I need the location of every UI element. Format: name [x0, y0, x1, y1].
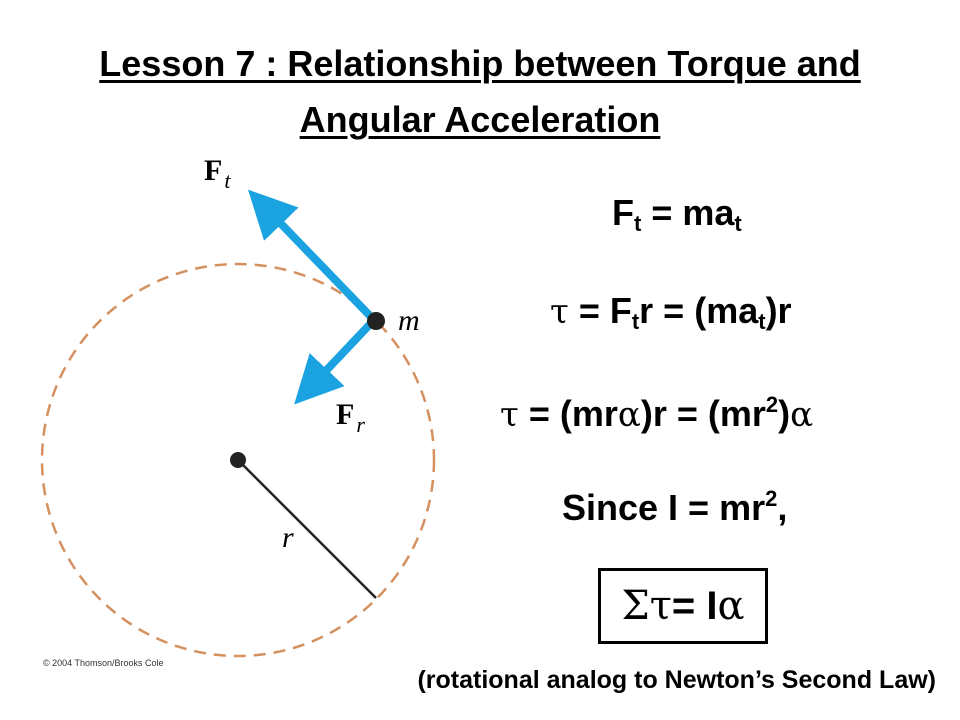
mass-dot [367, 312, 385, 330]
tangential-force-arrow [247, 189, 377, 323]
equation-force: Ft = mat [612, 192, 742, 236]
title-line-1: Lesson 7 : Relationship between Torque a… [99, 43, 861, 84]
title-line-2: Angular Acceleration [299, 99, 661, 140]
equation-torque-force: τ = Ftr = (mat)r [550, 290, 792, 334]
radial-force-arrow [294, 317, 377, 405]
circular-path [40, 262, 436, 658]
copyright-notice: © 2004 Thomson/Brooks Cole [43, 658, 164, 668]
equation-torque-inertia: τ = (mrα)r = (mr2)α [500, 392, 814, 435]
label-ft: Ft [204, 154, 231, 193]
radius-line [237, 459, 377, 599]
equation-moment-of-inertia: Since I = mr2, [562, 486, 788, 528]
label-r: r [282, 521, 294, 554]
label-m: m [398, 304, 420, 337]
page-title: Lesson 7 : Relationship between Torque a… [0, 36, 960, 148]
center-dot [230, 452, 246, 468]
caption: (rotational analog to Newton’s Second La… [417, 666, 936, 694]
label-fr: Fr [336, 398, 365, 437]
